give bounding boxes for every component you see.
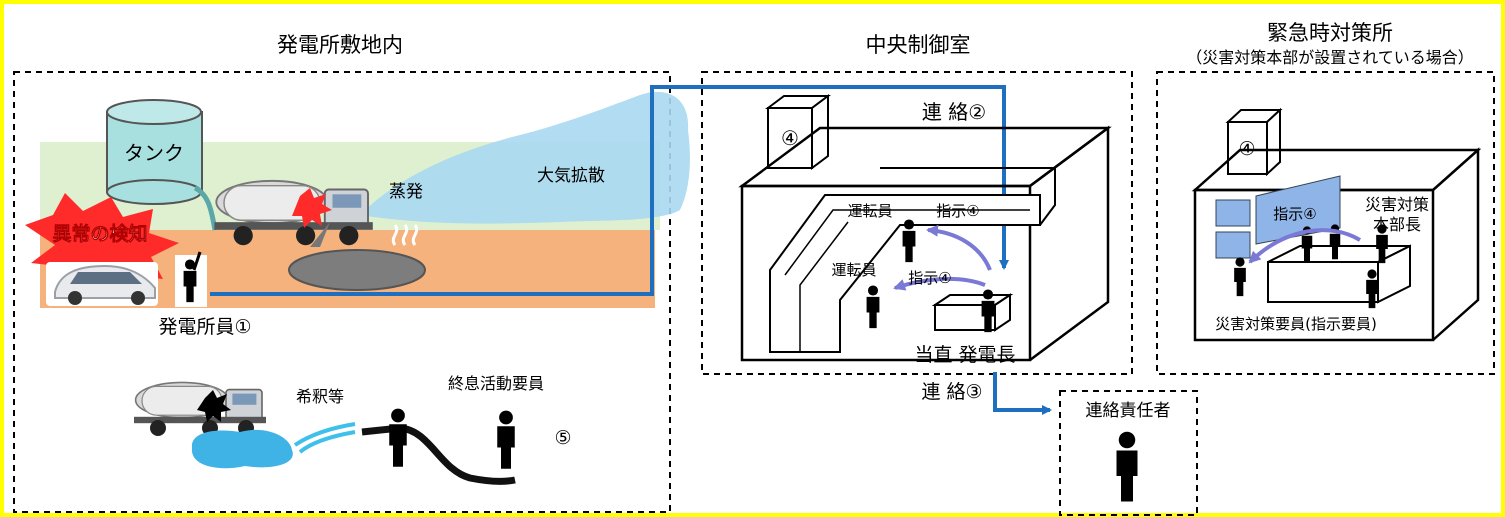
responder-icon xyxy=(389,408,407,467)
dilution-label: 希釈等 xyxy=(296,387,344,406)
screen-2 xyxy=(1215,231,1251,259)
operator-label-bottom: 運転員 xyxy=(831,261,876,279)
hq-chief-label-line1: 災害対策 xyxy=(1365,195,1429,214)
marker-5: ⑤ xyxy=(554,427,571,449)
control-room-scene: ④ 運転員 運転員 指示④ 指示④ 当直 発電長 連 絡② 連 絡③ xyxy=(738,94,1112,403)
site-section-box xyxy=(13,71,671,513)
site-scene: タンク 蒸発 大気拡散 異常の検知 発電所員 xyxy=(25,91,690,485)
staff-member-icon xyxy=(175,251,207,307)
operator-label-top: 運転員 xyxy=(847,202,892,220)
evaporation-icon xyxy=(391,224,419,246)
tank-label: タンク xyxy=(124,141,184,165)
hq-instruction-arrow xyxy=(1248,228,1362,264)
operator-icon-top xyxy=(902,219,916,263)
alert-label: 異常の検知 xyxy=(52,222,147,245)
operator-icon-bottom xyxy=(866,285,880,329)
liaison-officer-box xyxy=(1059,390,1198,516)
shift-manager-label: 当直 発電長 xyxy=(914,344,1015,366)
instruction-arrow-top xyxy=(926,224,992,271)
leak-burst-icon xyxy=(292,188,332,228)
contact-line-3 xyxy=(993,372,1052,415)
control-room-title: 中央制御室 xyxy=(866,33,971,57)
instruction-label-bottom: 指示④ xyxy=(908,269,951,287)
hq-chief-label-line2: 本部長 xyxy=(1373,215,1421,234)
control-room-box xyxy=(701,71,1133,375)
room-front xyxy=(740,184,1032,362)
site-section-title: 発電所敷地内 xyxy=(277,33,403,57)
diffusion-cloud xyxy=(360,91,690,224)
room-side-wall xyxy=(1029,125,1110,362)
leak-burst-dark-icon xyxy=(197,390,231,422)
contact-2-label: 連 絡② xyxy=(922,100,986,124)
hq-staff-icon xyxy=(1234,257,1246,297)
water-spray xyxy=(293,422,356,454)
emergency-center-title: 緊急時対策所 xyxy=(1267,21,1393,45)
contact-3-label: 連 絡③ xyxy=(921,381,982,403)
diffusion-label: 大気拡散 xyxy=(537,166,605,186)
responder-icon-2 xyxy=(497,410,515,469)
hose xyxy=(361,424,516,485)
cabinet-4-icon-emergency xyxy=(1225,107,1283,177)
tank-icon xyxy=(106,99,218,231)
instruction-label-top: 指示④ xyxy=(936,202,979,220)
screen-3 xyxy=(1255,175,1341,245)
staff-label: 発電所員① xyxy=(158,316,251,338)
emergency-center-subtitle: （災害対策本部が設置されている場合） xyxy=(1186,48,1474,67)
liaison-officer-label: 連絡責任者 xyxy=(1086,401,1171,421)
diluted-puddle xyxy=(191,429,293,469)
emergency-center-scene: ④ 指示④ 災害対策 本部長 災害対策要員(指示要員) xyxy=(1191,107,1482,342)
contact-line-2 xyxy=(210,85,1009,296)
screen-1 xyxy=(1215,199,1251,227)
control-console xyxy=(769,194,1041,353)
instruction-arrow-bottom xyxy=(893,276,986,291)
response-team-label: 終息活動要員 xyxy=(448,374,544,393)
leak-stream xyxy=(310,222,330,247)
hq-staff-label: 災害対策要員(指示要員) xyxy=(1215,315,1377,333)
evaporation-label: 蒸発 xyxy=(389,182,423,202)
liaison-officer-icon xyxy=(1116,431,1138,502)
hq-instruction-label: 指示④ xyxy=(1273,205,1316,223)
emergency-room-side xyxy=(1432,147,1480,341)
spill-puddle xyxy=(288,249,426,291)
car-icon xyxy=(46,262,158,306)
emergency-center-box xyxy=(1156,71,1495,375)
control-marker-4: ④ xyxy=(781,126,799,150)
